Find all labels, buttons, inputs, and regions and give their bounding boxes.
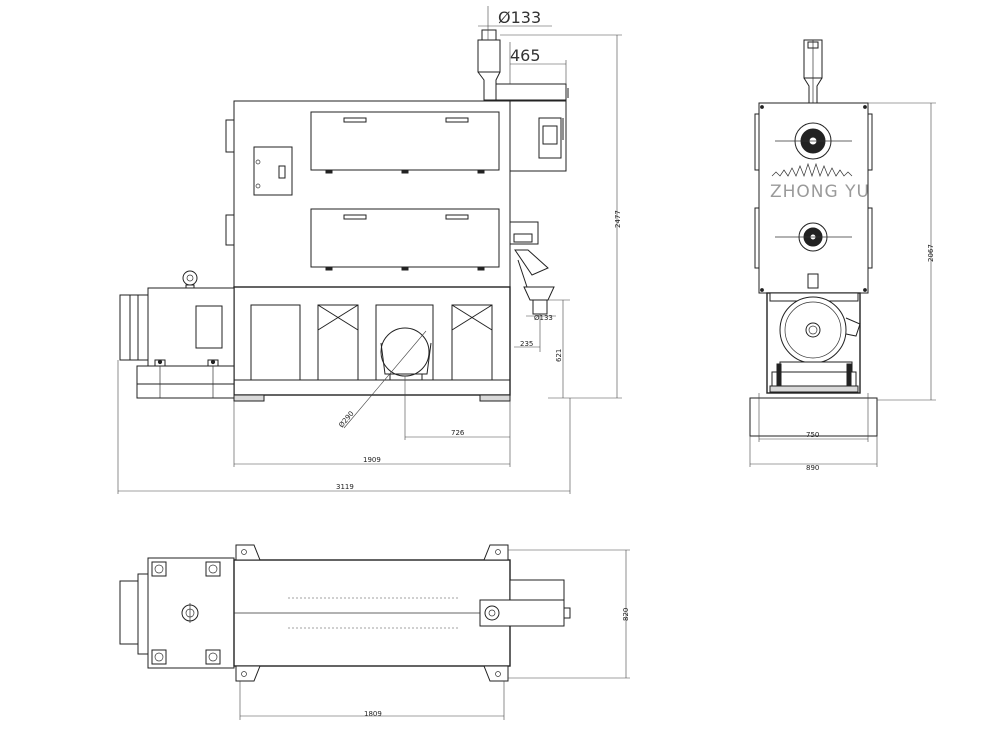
dim-top-pipe-diameter: Ø133 xyxy=(498,8,541,27)
dim-body-length: 1909 xyxy=(363,456,381,464)
dim-total-height: 2477 xyxy=(614,210,622,228)
base-frame xyxy=(233,286,511,402)
dim-outlet-diameter: Ø133 xyxy=(534,314,553,322)
dim-top-width: 820 xyxy=(622,608,630,621)
motor xyxy=(119,270,235,399)
exhaust-pipe xyxy=(477,29,569,101)
brand-logo: ZHONG YU xyxy=(770,162,870,202)
side-view: ZHONG YU 2067 750 xyxy=(749,39,936,472)
top-view: 820 1809 xyxy=(119,544,630,720)
dim-roller-offset: 726 xyxy=(451,429,465,437)
dim-overall-length: 3119 xyxy=(336,483,354,491)
logo-text: ZHONG YU xyxy=(770,182,870,202)
main-cabinet xyxy=(225,100,567,315)
front-dimensions: Ø133 465 2477 Ø133 235 621 Ø290 xyxy=(117,6,622,494)
dim-pipe-offset: 465 xyxy=(510,46,541,65)
dim-roller-diameter: Ø290 xyxy=(337,410,355,430)
dim-side-base-width: 890 xyxy=(806,464,819,472)
dim-side-inner-width: 750 xyxy=(806,431,819,439)
dim-top-length: 1809 xyxy=(364,710,382,718)
dim-side-height: 2067 xyxy=(927,244,935,262)
front-view: Ø133 465 2477 Ø133 235 621 Ø290 xyxy=(117,6,622,494)
dim-outlet-offset: 235 xyxy=(520,340,533,348)
dim-outlet-height: 621 xyxy=(555,349,563,362)
